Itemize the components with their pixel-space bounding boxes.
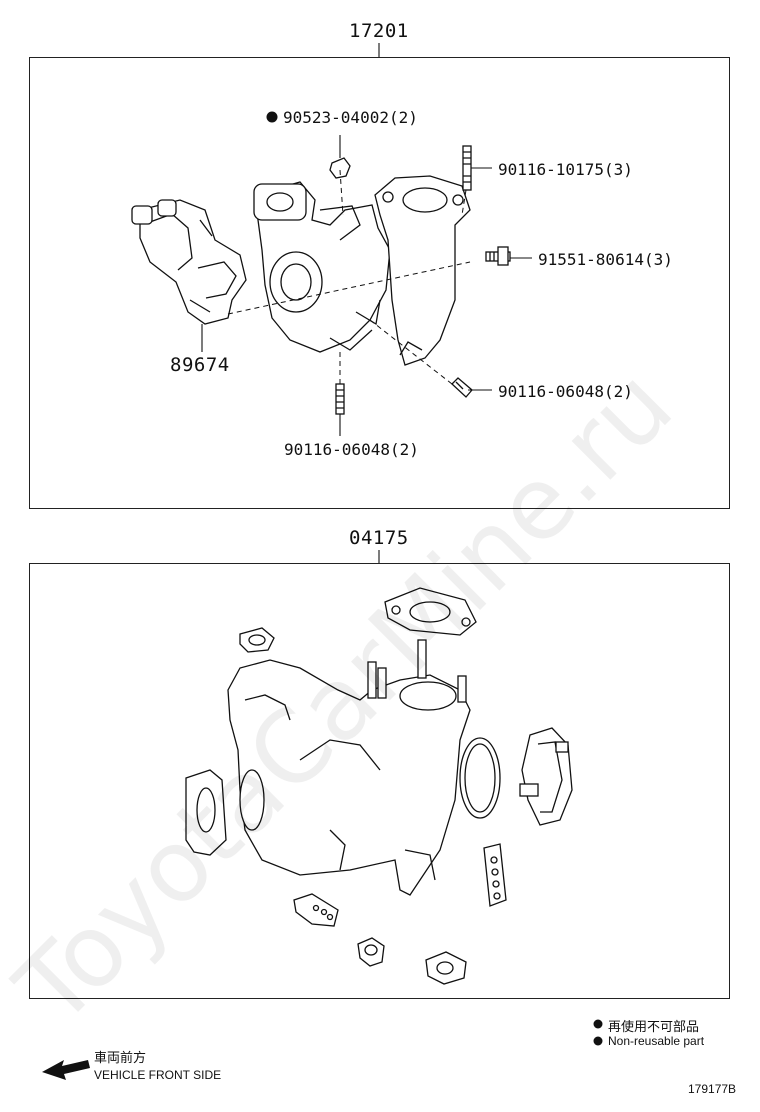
v-band-clamp	[519, 727, 573, 826]
turbocharger-illustration	[131, 135, 532, 436]
three-hole-gasket	[293, 893, 339, 927]
vehicle-front-en: VEHICLE FRONT SIDE	[94, 1068, 222, 1082]
vehicle-front-arrow-icon	[42, 1060, 90, 1080]
small-ring-gasket	[239, 627, 275, 653]
nonreusable-bullet-icon	[266, 111, 278, 123]
section-title-gasket-kit: 04175	[349, 527, 409, 549]
callout-bolt-flange: 91551-80614(3)	[538, 250, 673, 269]
stud-lower-right-part	[451, 377, 473, 398]
flange-gasket	[384, 587, 477, 636]
callout-actuator: 89674	[170, 354, 230, 376]
gasket-kit-illustration	[185, 587, 573, 985]
legend-bullet-icon	[593, 1019, 603, 1029]
turbo-assembly-outline	[227, 639, 471, 896]
vehicle-front-jp: 車両前方	[94, 1050, 147, 1065]
legend-nonreusable-en: Non-reusable part	[608, 1034, 705, 1048]
actuator-part	[131, 199, 247, 325]
o-ring-gasket	[459, 737, 501, 819]
exhaust-elbow	[374, 175, 471, 366]
oil-fitting	[357, 937, 385, 967]
nonreusable-nut-part	[329, 157, 351, 179]
oval-gasket	[425, 951, 467, 985]
actuator-gasket	[185, 769, 227, 856]
turbocharger-frame	[29, 57, 730, 509]
stud-bottom-part	[335, 383, 345, 415]
callout-stud-bottom: 90116-06048(2)	[284, 440, 419, 459]
callout-stud-lower-right: 90116-06048(2)	[498, 382, 633, 401]
bolt-flange-part	[485, 246, 511, 266]
gasket-kit-frame	[29, 563, 730, 999]
perforated-plate	[483, 843, 507, 907]
stud-top-part	[462, 145, 472, 191]
section-title-turbocharger: 17201	[349, 20, 409, 42]
legend-bullet-icon	[593, 1036, 603, 1046]
callout-stud-top: 90116-10175(3)	[498, 160, 633, 179]
callout-nonreusable-nut: 90523-04002(2)	[283, 108, 418, 127]
figure-code: 179177B	[688, 1082, 737, 1096]
legend-nonreusable-jp: 再使用不可部品	[608, 1019, 700, 1034]
turbocharger-body	[253, 181, 391, 353]
